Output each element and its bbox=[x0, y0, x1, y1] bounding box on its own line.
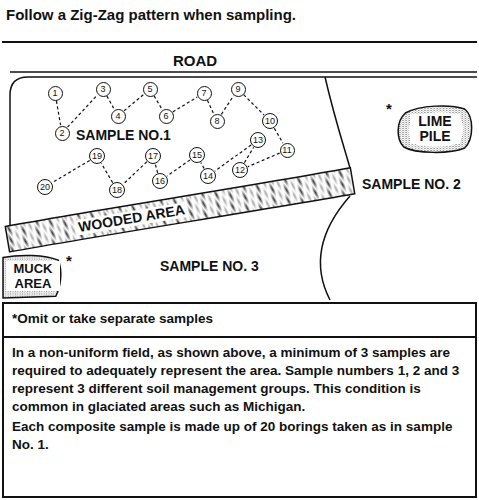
sample-number: 7 bbox=[201, 89, 206, 98]
sample-number: 3 bbox=[100, 85, 105, 94]
dashed-path bbox=[56, 101, 60, 125]
road-label: ROAD bbox=[173, 52, 217, 69]
sample-point: 17 bbox=[145, 148, 161, 164]
sample-point: 16 bbox=[152, 173, 168, 189]
sample-number: 19 bbox=[92, 152, 102, 161]
dashed-path bbox=[107, 96, 114, 109]
sample-number: 14 bbox=[203, 172, 213, 181]
wooded-area: WOODED AREA bbox=[5, 167, 355, 253]
sample-label: SAMPLE NO.1 bbox=[76, 127, 171, 143]
sample-point: 3 bbox=[96, 82, 111, 97]
sample-number: 15 bbox=[192, 151, 202, 160]
dashed-path bbox=[68, 95, 98, 127]
dashed-path bbox=[201, 163, 204, 169]
sample-point: 15 bbox=[189, 147, 205, 163]
sample-number: 8 bbox=[214, 117, 219, 126]
sample-number: 2 bbox=[59, 129, 64, 138]
sample-point: 7 bbox=[197, 86, 212, 101]
area-label: LIME PILE bbox=[410, 114, 460, 144]
dashed-path bbox=[154, 96, 162, 109]
dashed-path bbox=[221, 96, 233, 115]
sample-point: 4 bbox=[111, 109, 126, 124]
dashed-path bbox=[52, 160, 89, 182]
sample-point: 14 bbox=[200, 168, 216, 184]
sample-number: 10 bbox=[265, 117, 275, 126]
area-label: MUCK AREA bbox=[6, 261, 60, 291]
sample-point: 18 bbox=[109, 182, 125, 198]
field-boundary bbox=[325, 77, 350, 168]
road-edge bbox=[10, 71, 477, 73]
sample-point: 1 bbox=[48, 86, 63, 101]
sample-number: 1 bbox=[52, 89, 57, 98]
sample-point: 11 bbox=[280, 143, 295, 158]
sample-point: 9 bbox=[231, 82, 246, 97]
note-heading: *Omit or take separate samples bbox=[4, 304, 475, 338]
omit-mark: * bbox=[386, 100, 392, 117]
sample-number: 12 bbox=[235, 166, 245, 175]
field-boundary bbox=[320, 196, 350, 300]
sample-point: 20 bbox=[37, 179, 53, 195]
dashed-path bbox=[155, 164, 157, 173]
sample-number: 13 bbox=[253, 136, 263, 145]
sample-point: 8 bbox=[210, 114, 225, 129]
dashed-path bbox=[244, 95, 264, 115]
omit-mark: * bbox=[66, 252, 72, 269]
note-paragraph: Each composite sample is made up of 20 b… bbox=[4, 418, 475, 458]
muck-area: MUCK AREA bbox=[3, 254, 63, 298]
lime-pile: LIME PILE bbox=[396, 104, 474, 154]
frame-line bbox=[2, 41, 477, 43]
note-box: *Omit or take separate samplesIn a non-u… bbox=[2, 302, 477, 498]
dashed-path bbox=[167, 160, 190, 176]
sample-number: 5 bbox=[147, 85, 152, 94]
note-paragraph: In a non-uniform field, as shown above, … bbox=[4, 338, 475, 418]
stipple-fill bbox=[3, 255, 61, 298]
sample-label: SAMPLE NO. 3 bbox=[160, 258, 259, 274]
sample-number: 11 bbox=[282, 146, 291, 155]
dashed-path bbox=[207, 100, 213, 113]
sample-number: 20 bbox=[40, 183, 50, 192]
pile-top bbox=[409, 112, 463, 147]
sample-number: 16 bbox=[155, 177, 165, 186]
stipple-fill bbox=[5, 168, 355, 253]
dashed-path bbox=[124, 94, 144, 111]
sample-point: 5 bbox=[143, 82, 158, 97]
sample-number: 18 bbox=[112, 186, 122, 195]
dashed-path bbox=[101, 163, 112, 182]
sample-point: 13 bbox=[250, 132, 266, 148]
sample-point: 12 bbox=[232, 162, 248, 178]
sample-point: 2 bbox=[55, 126, 70, 141]
sample-point: 19 bbox=[89, 148, 105, 164]
sample-point: 10 bbox=[262, 113, 278, 129]
dashed-path bbox=[248, 153, 280, 167]
sample-number: 6 bbox=[163, 112, 168, 121]
sample-number: 4 bbox=[115, 112, 120, 121]
title-text: Follow a Zig-Zag pattern when sampling. bbox=[6, 6, 296, 23]
dashed-path bbox=[274, 128, 283, 143]
stipple-fill bbox=[398, 106, 472, 152]
dashed-path bbox=[123, 162, 147, 184]
dashed-path bbox=[244, 147, 253, 162]
dashed-path bbox=[173, 97, 197, 112]
sample-number: 9 bbox=[235, 85, 240, 94]
sample-point: 6 bbox=[159, 109, 174, 124]
sample-number: 17 bbox=[148, 152, 158, 161]
sample-label: SAMPLE NO. 2 bbox=[362, 176, 461, 192]
